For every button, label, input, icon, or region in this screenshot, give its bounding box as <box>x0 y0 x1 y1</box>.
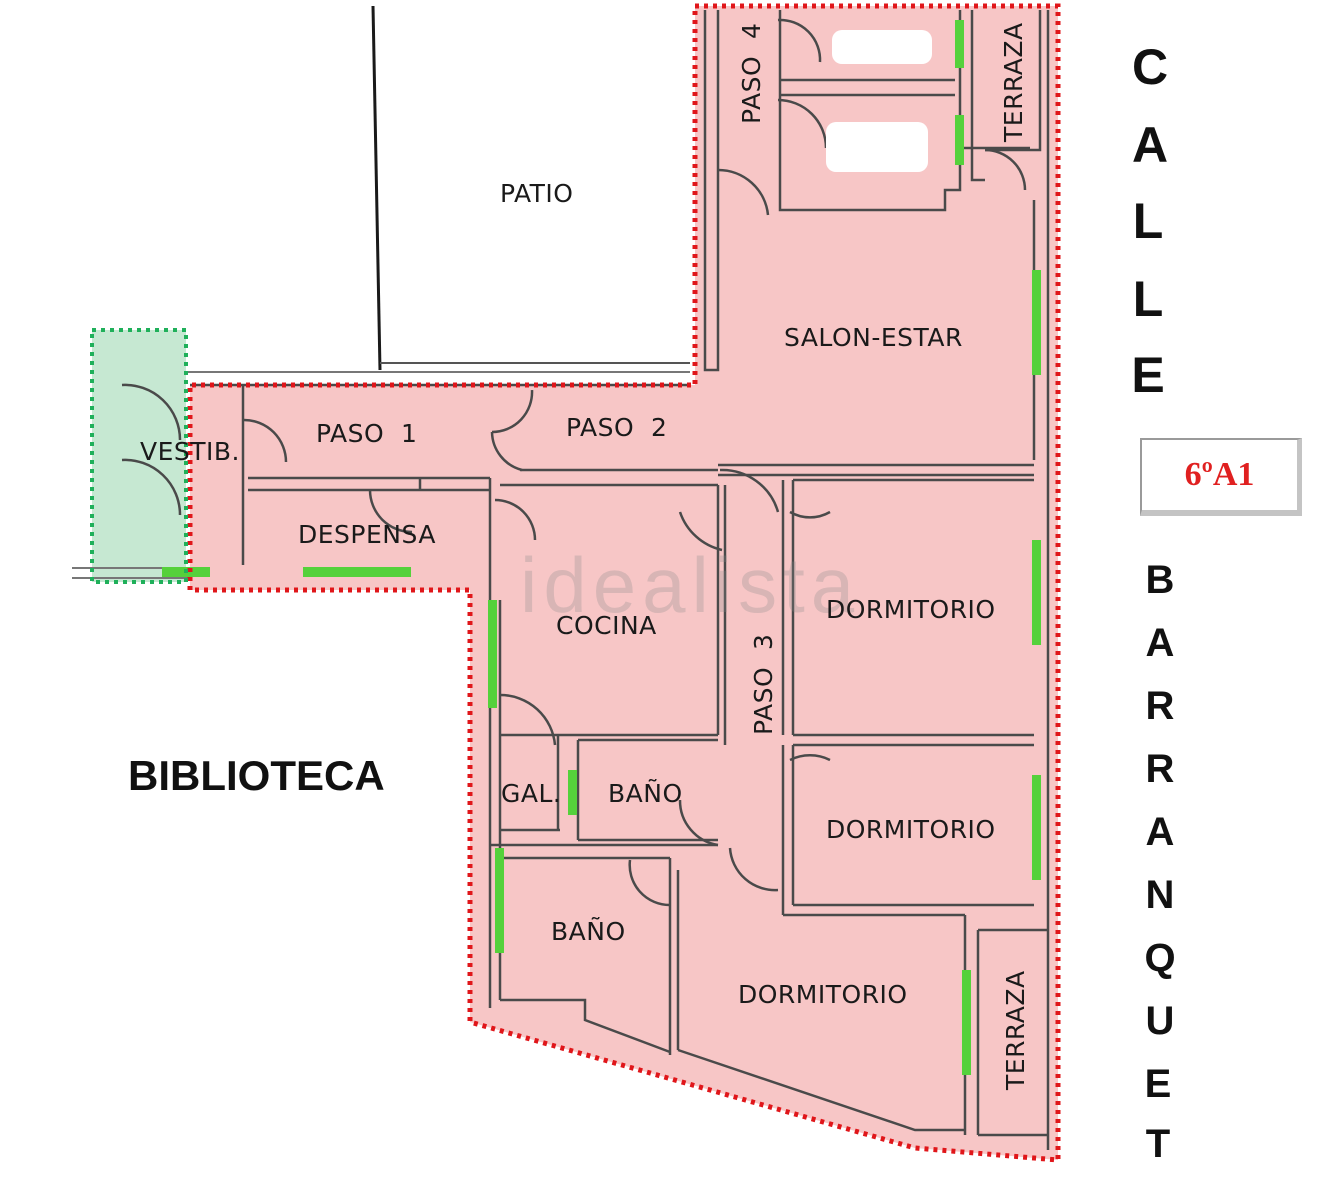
room-label-gal: GAL. <box>501 779 561 808</box>
room-label-terraza-1: TERRAZA <box>999 22 1028 143</box>
street-letter: R <box>1145 747 1175 791</box>
apartment-area <box>190 6 1058 1160</box>
interior-walls <box>190 10 1050 1150</box>
redacted-area <box>832 30 932 64</box>
room-label-salon: SALON-ESTAR <box>784 323 963 352</box>
street-letter: U <box>1145 999 1175 1043</box>
room-label-paso1: PASO 1 <box>316 419 417 448</box>
room-label-despensa: DESPENSA <box>298 520 436 549</box>
vestibule-area <box>92 330 186 582</box>
door-swings <box>121 18 1027 907</box>
biblioteca-label: BIBLIOTECA <box>128 752 385 799</box>
apartment-boundary <box>187 3 1061 1163</box>
street-letter: A <box>1145 621 1175 665</box>
street-letter: C <box>1131 39 1169 95</box>
room-label-dormitorio-1: DORMITORIO <box>826 595 996 624</box>
room-label-paso2: PASO 2 <box>566 413 667 442</box>
room-label-bano-2: BAÑO <box>551 916 626 946</box>
watermark: idealista <box>520 541 860 629</box>
street-letter: B <box>1145 558 1175 602</box>
street-letter: L <box>1132 193 1164 249</box>
vestibule-boundary <box>90 328 188 584</box>
street-letter: A <box>1131 117 1169 173</box>
unit-label-box: 6ºA1 <box>1140 438 1302 516</box>
room-label-dormitorio-2: DORMITORIO <box>826 815 996 844</box>
street-letter: R <box>1145 684 1175 728</box>
street-letter: E <box>1131 347 1165 403</box>
redacted-area <box>826 122 928 172</box>
street-letter: Q <box>1144 936 1176 980</box>
street-letter: N <box>1145 873 1175 917</box>
patio-walls <box>72 5 690 579</box>
unit-label: 6ºA1 <box>1184 456 1255 493</box>
room-label-bano-1: BAÑO <box>608 778 683 808</box>
street-letter: L <box>1132 271 1164 327</box>
room-label-terraza-2: TERRAZA <box>1001 970 1030 1091</box>
room-label-dormitorio-3: DORMITORIO <box>738 980 908 1009</box>
street-letter: E <box>1144 1062 1172 1106</box>
room-label-paso4: PASO 4 <box>737 23 766 124</box>
room-label-cocina: COCINA <box>556 611 657 640</box>
street-letter: T <box>1145 1122 1171 1166</box>
room-label-vestib: VESTIB. <box>140 437 240 466</box>
street-letter: A <box>1145 810 1175 854</box>
room-label-paso3: PASO 3 <box>749 634 778 735</box>
room-label-patio: PATIO <box>500 179 573 208</box>
